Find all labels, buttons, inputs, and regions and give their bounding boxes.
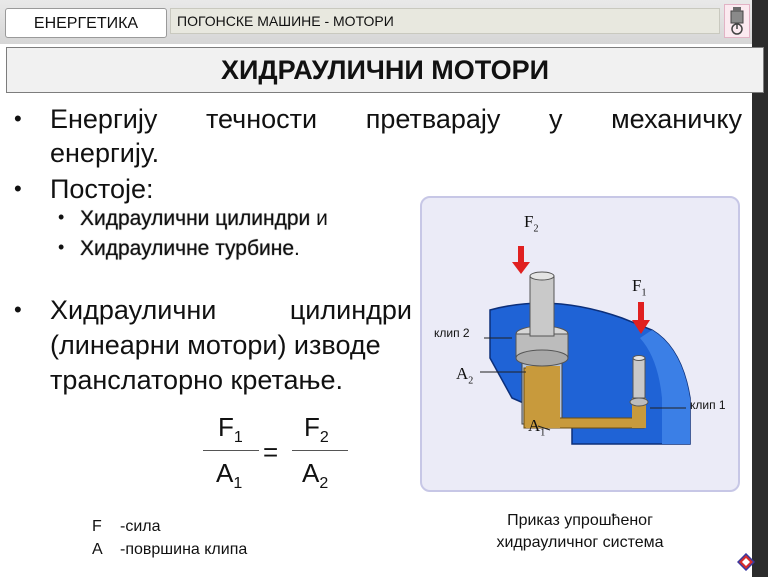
f1-arrow-shaft (638, 302, 644, 322)
caption-line-1: Приказ упрошћеног (507, 512, 653, 529)
sym: F (632, 276, 642, 295)
sub-bullet-dot: • (58, 207, 65, 227)
sub: 2 (319, 429, 329, 447)
sub-bullet-dot: • (58, 237, 65, 257)
sym: F (304, 412, 320, 442)
legend-f-symbol: F (92, 518, 102, 535)
bullet-3-line-3: транслаторно кретање. (50, 365, 343, 395)
label-a1: A1 (528, 416, 545, 438)
bullet-dot: • (14, 297, 22, 322)
navigation-icon[interactable] (736, 552, 756, 572)
formula-equals: = (263, 437, 279, 467)
fraction-bar (292, 450, 348, 451)
sub-item-turbines: Хидрауличне турбине. (80, 235, 300, 263)
hydraulic-system-illustration (480, 246, 691, 445)
word: цилиндри (289, 295, 412, 325)
sub-item-turbines-rest: . (294, 237, 300, 260)
fraction-bar (203, 450, 259, 451)
sub: 1 (233, 475, 243, 493)
word: механичку (611, 104, 742, 134)
word: претварају (365, 104, 501, 134)
word: течности (205, 104, 318, 134)
sym: A (216, 458, 234, 488)
label-a2: A2 (456, 364, 473, 386)
f2-arrow-shaft (518, 246, 524, 264)
caption-line-2: хидрауличног система (496, 534, 664, 551)
label-f1: F1 (632, 276, 646, 298)
sym: A (528, 416, 541, 435)
bullet-1-line-1: Енергију течности претварају у механичку (50, 102, 742, 136)
right-scrollbar[interactable] (752, 0, 768, 577)
bullet-1-line-2: енергију. (50, 138, 160, 168)
sub-item-cylinders-emph: Хидраулични цилиндри (80, 207, 311, 230)
sub: 2 (468, 375, 474, 387)
sub: 1 (540, 427, 546, 439)
engine-icon[interactable] (724, 4, 750, 38)
bullet-dot: • (14, 106, 22, 131)
label-f2: F2 (524, 212, 538, 234)
diagram-caption: Приказ упрошћеног хидрауличног система (470, 510, 690, 554)
slide-title: ХИДРАУЛИЧНИ МОТОРИ (6, 47, 764, 93)
sub: 2 (533, 223, 539, 235)
bullet-3-line-1: Хидраулични цилиндри (50, 293, 412, 327)
sub: 1 (641, 287, 647, 299)
sub-item-cylinders: Хидраулични цилиндри и (80, 205, 328, 233)
formula-a2: A2 (302, 458, 328, 493)
label-piston-1: клип 1 (690, 398, 726, 412)
bullet-3-line-2: (линеарни мотори) изводе (50, 330, 381, 360)
sym: F (524, 212, 534, 231)
f2-arrow-head (512, 262, 530, 274)
label-piston-2: клип 2 (434, 326, 470, 340)
formula-a1: A1 (216, 458, 242, 493)
word: Хидраулични (50, 295, 217, 325)
bullet-2: Постоје: (50, 174, 154, 204)
legend-a-desc: -површина клипа (120, 541, 248, 558)
sub: 2 (319, 475, 329, 493)
f1-arrow-head (632, 320, 650, 334)
hydraulic-system-diagram: F2 F1 клип 2 клип 1 A2 A1 (420, 196, 740, 492)
tab-section[interactable]: ПОГОНСКЕ МАШИНЕ - МОТОРИ (170, 8, 720, 34)
sub-item-cylinders-rest: и (310, 207, 328, 230)
tab-energetika[interactable]: ЕНЕРГЕТИКА (5, 8, 167, 38)
legend-f-desc: -сила (120, 518, 161, 535)
formula-f1: F1 (218, 412, 243, 447)
word: у (549, 104, 563, 134)
sub: 1 (233, 429, 243, 447)
bullet-dot: • (14, 176, 22, 201)
sym: A (456, 364, 469, 383)
sub-item-turbines-emph: Хидрауличне турбине (80, 237, 295, 260)
formula-f2: F2 (304, 412, 329, 447)
legend-a-symbol: A (92, 541, 103, 558)
sym: F (218, 412, 234, 442)
sym: A (302, 458, 320, 488)
word: Енергију (50, 104, 158, 134)
